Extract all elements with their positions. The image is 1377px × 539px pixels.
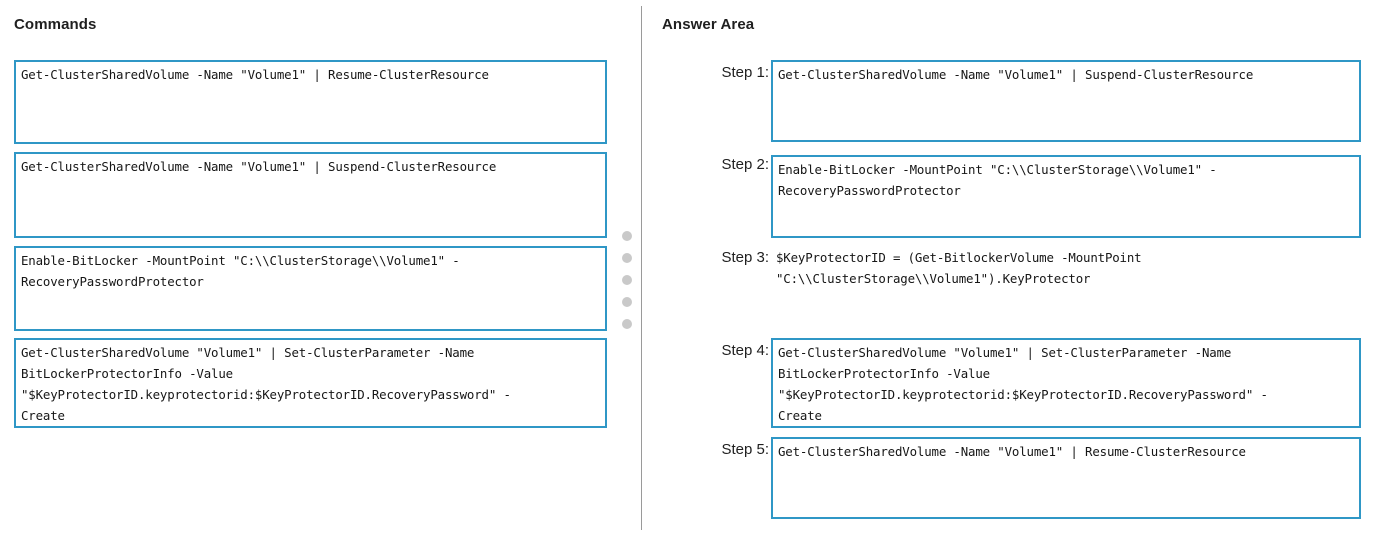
drag-dot-icon [622, 297, 632, 307]
step-1-text: Get-ClusterSharedVolume -Name "Volume1" … [778, 67, 1254, 82]
step-4-text: Get-ClusterSharedVolume "Volume1" | Set-… [778, 345, 1268, 423]
drag-dot-icon [622, 231, 632, 241]
step-3-label: Step 3: [721, 249, 769, 266]
step-2-text: Enable-BitLocker -MountPoint "C:\\Cluste… [778, 162, 1217, 198]
command-option-2-text: Get-ClusterSharedVolume -Name "Volume1" … [21, 159, 497, 174]
drag-handle-dots[interactable] [622, 231, 636, 329]
command-option-1[interactable]: Get-ClusterSharedVolume -Name "Volume1" … [14, 60, 607, 144]
step-2-label: Step 2: [721, 156, 769, 173]
command-option-1-text: Get-ClusterSharedVolume -Name "Volume1" … [21, 67, 489, 82]
command-option-4-text: Get-ClusterSharedVolume "Volume1" | Set-… [21, 345, 511, 423]
drag-dot-icon [622, 319, 632, 329]
step-2-dropzone[interactable]: Enable-BitLocker -MountPoint "C:\\Cluste… [771, 155, 1361, 238]
drag-dot-icon [622, 275, 632, 285]
step-3-text: $KeyProtectorID = (Get-BitlockerVolume -… [776, 250, 1142, 286]
command-option-3-text: Enable-BitLocker -MountPoint "C:\\Cluste… [21, 253, 460, 289]
step-4-label: Step 4: [721, 342, 769, 359]
step-1-dropzone[interactable]: Get-ClusterSharedVolume -Name "Volume1" … [771, 60, 1361, 142]
step-1-label: Step 1: [721, 64, 769, 81]
step-4-dropzone[interactable]: Get-ClusterSharedVolume "Volume1" | Set-… [771, 338, 1361, 428]
command-option-4[interactable]: Get-ClusterSharedVolume "Volume1" | Set-… [14, 338, 607, 428]
step-5-text: Get-ClusterSharedVolume -Name "Volume1" … [778, 444, 1246, 459]
answer-area-heading: Answer Area [662, 16, 755, 33]
drag-dot-icon [622, 253, 632, 263]
command-option-3[interactable]: Enable-BitLocker -MountPoint "C:\\Cluste… [14, 246, 607, 331]
step-5-label: Step 5: [721, 441, 769, 458]
command-option-2[interactable]: Get-ClusterSharedVolume -Name "Volume1" … [14, 152, 607, 238]
step-5-dropzone[interactable]: Get-ClusterSharedVolume -Name "Volume1" … [771, 437, 1361, 519]
commands-heading: Commands [14, 16, 97, 33]
panel-divider [641, 6, 642, 530]
